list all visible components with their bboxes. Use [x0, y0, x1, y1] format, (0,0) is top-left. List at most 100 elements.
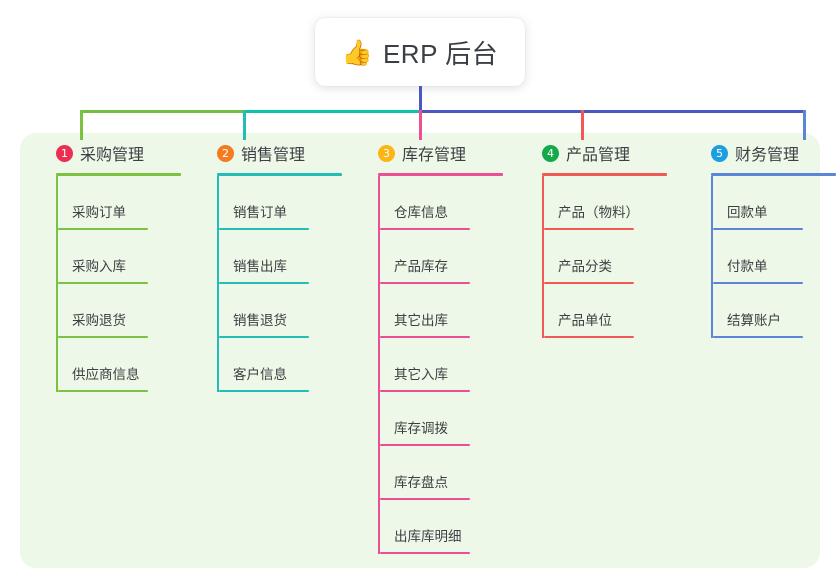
branch-item[interactable]: 客户信息 — [217, 338, 349, 392]
branch-item[interactable]: 付款单 — [711, 230, 839, 284]
branch-item[interactable]: 采购入库 — [56, 230, 188, 284]
branch-item-underline — [58, 282, 148, 284]
branch-item-underline — [58, 390, 148, 392]
branch-underline — [217, 173, 342, 176]
branch-item-label: 结算账户 — [727, 313, 781, 328]
branch-item-label: 销售出库 — [233, 259, 287, 274]
branch-header-3[interactable]: 3 库存管理 — [360, 140, 510, 166]
branch-item-label: 采购订单 — [72, 205, 126, 220]
branch-item-underline — [713, 282, 803, 284]
branch-item[interactable]: 产品（物料） — [542, 176, 674, 230]
branch-item-list: 仓库信息产品库存其它出库其它入库库存调拨库存盘点出库库明细 — [378, 176, 510, 554]
branch-item[interactable]: 采购订单 — [56, 176, 188, 230]
branch-item-list: 采购订单采购入库采购退货供应商信息 — [56, 176, 188, 392]
branch-item[interactable]: 其它入库 — [378, 338, 510, 392]
branch-column-5: 5 财务管理回款单付款单结算账户 — [693, 140, 839, 338]
branch-item[interactable]: 产品分类 — [542, 230, 674, 284]
branch-number-badge: 5 — [711, 144, 728, 162]
branch-item-label: 采购退货 — [72, 313, 126, 328]
branch-item[interactable]: 结算账户 — [711, 284, 839, 338]
branch-item-underline — [713, 336, 803, 338]
branch-item-label: 产品单位 — [558, 313, 612, 328]
branch-item[interactable]: 供应商信息 — [56, 338, 188, 392]
branch-spine — [217, 176, 219, 392]
bus-segment-mid — [243, 110, 421, 113]
branch-item[interactable]: 产品单位 — [542, 284, 674, 338]
branch-item[interactable]: 回款单 — [711, 176, 839, 230]
branch-item-label: 其它入库 — [394, 367, 448, 382]
diagram-panel — [20, 133, 820, 568]
branch-item[interactable]: 其它出库 — [378, 284, 510, 338]
root-stem — [419, 86, 422, 113]
branch-item[interactable]: 采购退货 — [56, 284, 188, 338]
branch-title: 财务管理 — [735, 147, 800, 164]
branch-item-label: 库存调拨 — [394, 421, 448, 436]
branch-item-underline — [380, 552, 470, 554]
branch-item-underline — [713, 228, 803, 230]
branch-header-5[interactable]: 5 财务管理 — [693, 140, 839, 166]
branch-item-underline — [219, 282, 309, 284]
branch-item[interactable]: 销售出库 — [217, 230, 349, 284]
branch-underline — [56, 173, 181, 176]
branch-number-badge: 1 — [56, 144, 73, 162]
branch-spine — [378, 176, 380, 554]
branch-item-underline — [219, 228, 309, 230]
branch-item-label: 其它出库 — [394, 313, 448, 328]
branch-column-4: 4 产品管理产品（物料） 产品分类产品单位 — [524, 140, 674, 338]
branch-underline — [378, 173, 503, 176]
branch-item-label: 仓库信息 — [394, 205, 448, 220]
branch-item-label: 出库库明细 — [394, 529, 462, 544]
branch-column-3: 3 库存管理仓库信息产品库存其它出库其它入库库存调拨库存盘点出库库明细 — [360, 140, 510, 554]
branch-drop-4 — [581, 110, 584, 140]
branch-drop-5 — [803, 110, 806, 140]
branch-item-underline — [544, 228, 634, 230]
branch-spine — [56, 176, 58, 392]
branch-item-list: 回款单付款单结算账户 — [711, 176, 839, 338]
branch-item-list: 产品（物料） 产品分类产品单位 — [542, 176, 674, 338]
branch-item[interactable]: 销售订单 — [217, 176, 349, 230]
branch-item[interactable]: 库存盘点 — [378, 446, 510, 500]
branch-title: 库存管理 — [402, 147, 467, 164]
branch-item-underline — [380, 444, 470, 446]
branch-title: 产品管理 — [566, 147, 631, 164]
branch-number-badge: 2 — [217, 144, 234, 162]
branch-item-underline — [58, 336, 148, 338]
branch-number-badge: 3 — [378, 144, 395, 162]
branch-item-label: 供应商信息 — [72, 367, 140, 382]
branch-item-label: 库存盘点 — [394, 475, 448, 490]
branch-item-label: 客户信息 — [233, 367, 287, 382]
branch-item-label: 产品库存 — [394, 259, 448, 274]
branch-item-label: 产品分类 — [558, 259, 612, 274]
branch-item-underline — [544, 336, 634, 338]
branch-underline — [542, 173, 667, 176]
branch-underline — [711, 173, 836, 176]
branch-drop-2 — [243, 110, 246, 140]
branch-spine — [711, 176, 713, 338]
branch-header-4[interactable]: 4 产品管理 — [524, 140, 674, 166]
branch-item[interactable]: 库存调拨 — [378, 392, 510, 446]
branch-drop-3 — [419, 110, 422, 140]
branch-item[interactable]: 仓库信息 — [378, 176, 510, 230]
branch-item[interactable]: 销售退货 — [217, 284, 349, 338]
bus-segment-right — [419, 110, 805, 113]
root-node[interactable]: 👍 ERP 后台 — [315, 18, 525, 86]
branch-item-list: 销售订单销售出库销售退货客户信息 — [217, 176, 349, 392]
branch-item-underline — [219, 336, 309, 338]
branch-item-label: 回款单 — [727, 205, 768, 220]
branch-item-underline — [380, 498, 470, 500]
branch-item[interactable]: 产品库存 — [378, 230, 510, 284]
branch-item-underline — [58, 228, 148, 230]
root-title: ERP 后台 — [382, 38, 499, 69]
branch-spine — [542, 176, 544, 338]
thumbs-up-icon: 👍 — [341, 37, 373, 67]
branch-item[interactable]: 出库库明细 — [378, 500, 510, 554]
bus-segment-left — [80, 110, 245, 113]
branch-item-underline — [219, 390, 309, 392]
branch-number-badge: 4 — [542, 144, 559, 162]
branch-drop-1 — [80, 110, 83, 140]
